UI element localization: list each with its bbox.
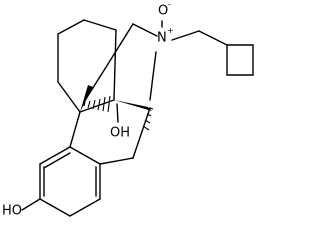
hash-stroke <box>102 96 106 112</box>
bond <box>57 19 85 35</box>
nitrogen-charge: + <box>167 26 174 35</box>
hash-stroke <box>107 95 111 113</box>
oxide-oxygen-charge: - <box>168 0 171 9</box>
bond <box>132 23 158 37</box>
bond-nitrogen-methylene <box>171 30 200 41</box>
stereo-wedge-bond <box>114 100 152 111</box>
bond-methylene-cyclobutyl <box>198 30 228 46</box>
hash-stroke <box>87 100 91 109</box>
bond <box>107 23 134 65</box>
bond-aromatic <box>39 198 71 217</box>
bond <box>69 111 81 148</box>
bond-nitrogen-carbon <box>149 51 157 101</box>
stereo-wedge-bond <box>80 85 93 112</box>
bond <box>113 29 117 101</box>
hash-stroke <box>142 125 150 131</box>
bond-layer <box>21 19 254 217</box>
bond <box>132 107 151 159</box>
bond-phenol-oxygen <box>21 198 41 211</box>
stereo-hash-bond <box>142 107 154 131</box>
bond <box>99 157 134 165</box>
molecule-structure: O - N + OH HO <box>2 0 254 219</box>
bond-aromatic <box>43 152 71 169</box>
hash-stroke <box>144 119 151 124</box>
bond-aromatic <box>69 198 101 217</box>
bridgehead-hydroxyl-label: OH <box>110 126 130 141</box>
nitrogen-label: N <box>157 31 167 46</box>
hash-stroke <box>83 101 86 107</box>
bond <box>79 99 115 113</box>
hash-stroke <box>149 107 154 110</box>
bond <box>83 19 117 31</box>
oxide-oxygen-label: O <box>158 4 168 19</box>
stereo-hash-bond <box>83 95 111 113</box>
bond-hydroxyl <box>116 103 119 123</box>
bond-aromatic <box>39 146 71 165</box>
phenol-hydroxyl-label: HO <box>2 204 22 219</box>
bond <box>57 81 81 113</box>
hash-stroke <box>97 98 101 111</box>
bond-aromatic <box>69 146 101 165</box>
hash-stroke <box>146 113 152 117</box>
hash-stroke <box>92 99 96 110</box>
